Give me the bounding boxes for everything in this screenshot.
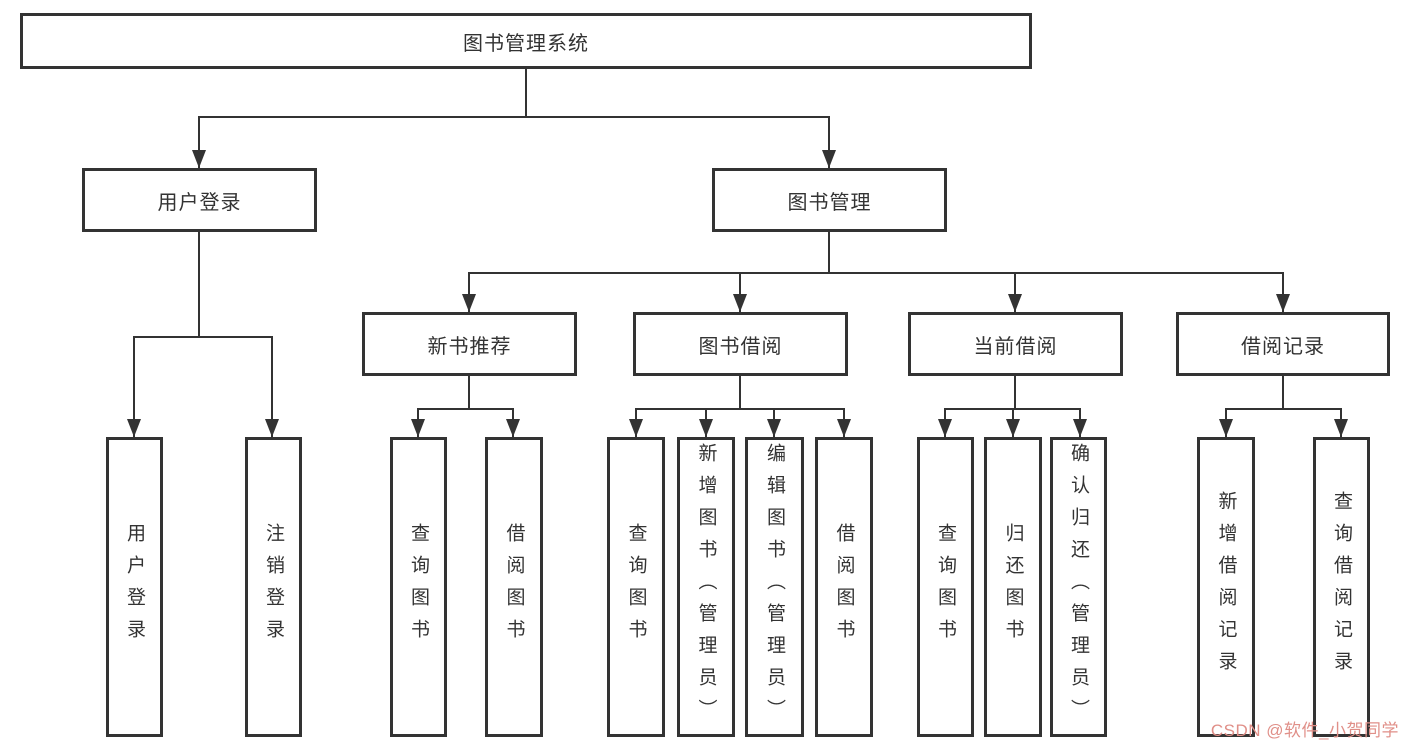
connector-borrow-records-rail bbox=[1226, 408, 1342, 410]
leaf-borrow-books-recommend: 借阅图书 bbox=[485, 437, 543, 737]
arrow-down-to-leaf-query-books-current bbox=[938, 408, 952, 437]
leaf-user-login-label: 用户登录 bbox=[124, 523, 145, 651]
leaf-query-borrow-record: 查询借阅记录 bbox=[1313, 437, 1370, 737]
node-borrow-records-label: 借阅记录 bbox=[1241, 335, 1325, 358]
arrow-down-to-book-management bbox=[822, 116, 836, 168]
arrow-down-to-leaf-user-login bbox=[127, 336, 141, 437]
arrow-down-to-leaf-logout bbox=[265, 336, 279, 437]
leaf-return-books-label: 归还图书 bbox=[1002, 523, 1024, 651]
arrow-down-to-book-borrow bbox=[733, 272, 747, 312]
leaf-logout: 注销登录 bbox=[245, 437, 302, 737]
connector-user-login-stub bbox=[198, 232, 200, 336]
arrow-down-to-leaf-add-books bbox=[699, 408, 713, 437]
arrow-down-to-leaf-query-books-borrow bbox=[629, 408, 643, 437]
arrow-down-to-leaf-edit-books bbox=[767, 408, 781, 437]
leaf-query-books-recommend-label: 查询图书 bbox=[408, 523, 429, 651]
leaf-borrow-books-recommend-label: 借阅图书 bbox=[503, 523, 525, 651]
leaf-query-books-current-label: 查询图书 bbox=[935, 523, 956, 651]
leaf-add-borrow-record: 新增借阅记录 bbox=[1197, 437, 1255, 737]
leaf-confirm-return-admin-label: 确认归还（管理员） bbox=[1068, 443, 1089, 731]
leaf-query-borrow-record-label: 查询借阅记录 bbox=[1331, 491, 1352, 683]
connector-book-borrow-rail bbox=[636, 408, 844, 410]
leaf-borrow-books: 借阅图书 bbox=[815, 437, 873, 737]
leaf-add-books-admin: 新增图书（管理员） bbox=[677, 437, 735, 737]
leaf-query-books-current: 查询图书 bbox=[917, 437, 974, 737]
node-current-borrow: 当前借阅 bbox=[908, 312, 1123, 376]
leaf-edit-books-admin: 编辑图书（管理员） bbox=[745, 437, 804, 737]
node-root: 图书管理系统 bbox=[20, 13, 1032, 69]
arrow-down-to-leaf-query-borrow-record bbox=[1334, 408, 1348, 437]
leaf-query-books-borrow-label: 查询图书 bbox=[625, 523, 647, 651]
node-book-management-label: 图书管理 bbox=[787, 191, 872, 214]
connector-level2-rail bbox=[469, 272, 1283, 274]
connector-book-management-stub bbox=[828, 232, 830, 272]
arrow-down-to-user-login bbox=[192, 116, 206, 168]
node-root-label: 图书管理系统 bbox=[463, 32, 589, 55]
leaf-add-books-admin-label: 新增图书（管理员） bbox=[695, 443, 717, 731]
arrow-down-to-leaf-confirm-return bbox=[1073, 408, 1087, 437]
arrow-down-to-new-book-recommend bbox=[462, 272, 476, 312]
node-borrow-records: 借阅记录 bbox=[1176, 312, 1390, 376]
node-new-book-recommend-label: 新书推荐 bbox=[427, 335, 512, 358]
arrow-down-to-leaf-query-books-recommend bbox=[411, 408, 425, 437]
leaf-edit-books-admin-label: 编辑图书（管理员） bbox=[764, 443, 785, 731]
arrow-down-to-leaf-return-books bbox=[1006, 408, 1020, 437]
csdn-watermark: CSDN @软件_小贺同学 bbox=[1210, 721, 1399, 740]
node-new-book-recommend: 新书推荐 bbox=[362, 312, 577, 376]
connector-new-book-recommend-stub bbox=[468, 376, 470, 408]
node-user-login: 用户登录 bbox=[82, 168, 317, 232]
leaf-add-borrow-record-label: 新增借阅记录 bbox=[1215, 491, 1237, 683]
arrow-down-to-borrow-records bbox=[1276, 272, 1290, 312]
leaf-query-books-borrow: 查询图书 bbox=[607, 437, 665, 737]
leaf-logout-label: 注销登录 bbox=[263, 523, 284, 651]
connector-current-borrow-stub bbox=[1014, 376, 1016, 408]
connector-book-borrow-stub bbox=[739, 376, 741, 408]
leaf-return-books: 归还图书 bbox=[984, 437, 1042, 737]
connector-root-stub bbox=[525, 69, 527, 116]
connector-borrow-records-stub bbox=[1282, 376, 1284, 408]
leaf-user-login: 用户登录 bbox=[106, 437, 163, 737]
node-book-management: 图书管理 bbox=[712, 168, 947, 232]
arrow-down-to-leaf-borrow-books-recommend bbox=[506, 408, 520, 437]
leaf-query-books-recommend: 查询图书 bbox=[390, 437, 447, 737]
node-user-login-label: 用户登录 bbox=[157, 191, 242, 214]
node-book-borrow-label: 图书借阅 bbox=[698, 335, 783, 358]
connector-new-book-recommend-rail bbox=[418, 408, 514, 410]
connector-user-login-rail bbox=[134, 336, 272, 338]
leaf-borrow-books-label: 借阅图书 bbox=[833, 523, 855, 651]
node-book-borrow: 图书借阅 bbox=[633, 312, 848, 376]
arrow-down-to-current-borrow bbox=[1008, 272, 1022, 312]
node-current-borrow-label: 当前借阅 bbox=[973, 335, 1058, 358]
arrow-down-to-leaf-add-borrow-record bbox=[1219, 408, 1233, 437]
connector-level1-rail bbox=[199, 116, 829, 118]
leaf-confirm-return-admin: 确认归还（管理员） bbox=[1050, 437, 1107, 737]
arrow-down-to-leaf-borrow-books bbox=[837, 408, 851, 437]
